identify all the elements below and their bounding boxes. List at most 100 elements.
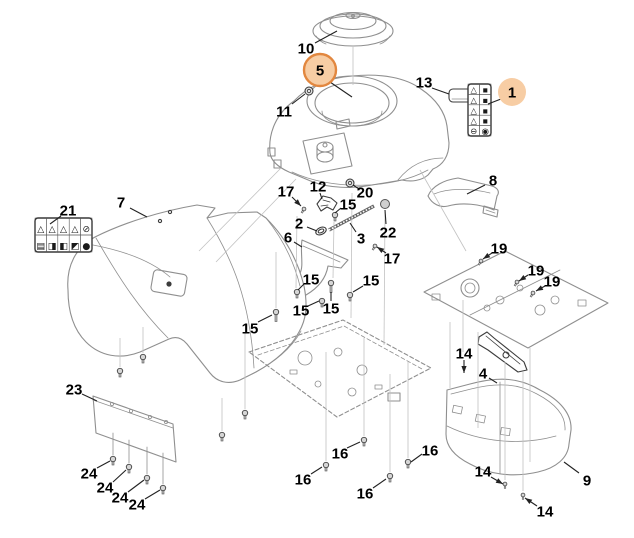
- callout-number[interactable]: 15: [293, 303, 310, 320]
- screw-head: [109, 455, 117, 463]
- nut-outer: [345, 178, 355, 188]
- callout-15[interactable]: 15: [340, 197, 357, 214]
- pictogram-warning-triangle: △: [49, 225, 56, 235]
- callout-14[interactable]: 14: [475, 464, 492, 481]
- callout-number[interactable]: 6: [284, 230, 292, 247]
- callout-number[interactable]: 15: [340, 197, 357, 214]
- callout-10[interactable]: 10: [298, 41, 315, 58]
- callout-number[interactable]: 17: [384, 251, 401, 268]
- callout-21[interactable]: 21: [60, 203, 77, 220]
- callout-7[interactable]: 7: [117, 195, 125, 212]
- screw-head: [318, 297, 326, 305]
- callout-19[interactable]: 19: [528, 263, 545, 280]
- screw-icon: [386, 472, 394, 483]
- callout-number[interactable]: 15: [323, 301, 340, 318]
- callout-14[interactable]: 14: [537, 504, 554, 521]
- callout-4[interactable]: 4: [479, 366, 488, 383]
- callout-number[interactable]: 23: [66, 382, 83, 399]
- callout-number[interactable]: 19: [528, 263, 545, 280]
- screw-icon: [293, 288, 301, 299]
- callout-16[interactable]: 16: [332, 446, 349, 463]
- callout-15[interactable]: 15: [363, 273, 380, 290]
- callout-number[interactable]: 16: [357, 486, 374, 503]
- callout-number[interactable]: 1: [508, 85, 516, 102]
- callout-number[interactable]: 14: [537, 504, 554, 521]
- callout-24[interactable]: 24: [81, 466, 98, 483]
- callout-number[interactable]: 9: [583, 473, 591, 490]
- callout-number[interactable]: 14: [475, 464, 492, 481]
- callout-number[interactable]: 11: [276, 104, 292, 121]
- callout-17[interactable]: 17: [278, 184, 295, 201]
- callout-12[interactable]: 12: [310, 179, 327, 196]
- callout-number[interactable]: 8: [489, 173, 497, 190]
- callout-number[interactable]: 15: [363, 273, 380, 290]
- callout-number[interactable]: 24: [81, 466, 98, 483]
- callout-1[interactable]: 1: [498, 78, 526, 106]
- callout-23[interactable]: 23: [66, 382, 83, 399]
- callout-number[interactable]: 4: [479, 366, 488, 383]
- callout-22[interactable]: 22: [380, 225, 397, 242]
- callout-15[interactable]: 15: [303, 272, 320, 289]
- callout-number[interactable]: 22: [380, 225, 397, 242]
- callout-8[interactable]: 8: [489, 173, 497, 190]
- pictogram-circle-dot: ◉: [482, 126, 489, 136]
- callout-16[interactable]: 16: [357, 486, 374, 503]
- pictogram-thrown-objects: ◩: [71, 242, 80, 252]
- callout-6[interactable]: 6: [284, 230, 292, 247]
- callout-20[interactable]: 20: [357, 185, 374, 202]
- callout-number[interactable]: 12: [310, 179, 327, 196]
- callout-3[interactable]: 3: [357, 231, 365, 248]
- nut-inner: [306, 88, 312, 94]
- callout-number[interactable]: 15: [242, 321, 259, 338]
- callout-9[interactable]: 9: [583, 473, 591, 490]
- callout-number[interactable]: 13: [416, 75, 433, 92]
- callout-number[interactable]: 7: [117, 195, 125, 212]
- screw-icon: [159, 484, 167, 495]
- callout-number[interactable]: 19: [491, 241, 508, 258]
- pictogram-warning-triangle: △: [471, 105, 478, 115]
- callout-11[interactable]: 11: [276, 104, 292, 121]
- pictogram-warning-triangle: △: [60, 225, 67, 235]
- callout-24[interactable]: 24: [129, 497, 146, 514]
- callout-number[interactable]: 19: [544, 274, 561, 291]
- callout-number[interactable]: 21: [60, 203, 77, 220]
- callout-number[interactable]: 16: [422, 443, 439, 460]
- callout-19[interactable]: 19: [491, 241, 508, 258]
- callout-24[interactable]: 24: [97, 480, 114, 497]
- callout-19[interactable]: 19: [544, 274, 561, 291]
- callout-15[interactable]: 15: [293, 303, 310, 320]
- callout-15[interactable]: 15: [323, 301, 340, 318]
- screw-icon: [218, 431, 226, 442]
- callout-14[interactable]: 14: [456, 346, 473, 363]
- hood-panel-part: [67, 204, 307, 383]
- pictogram-strip: ▪: [482, 95, 488, 105]
- callout-13[interactable]: 13: [416, 75, 433, 92]
- nut-inner: [347, 180, 353, 186]
- callout-15[interactable]: 15: [242, 321, 259, 338]
- leader-line: [334, 207, 342, 214]
- callout-number[interactable]: 15: [303, 272, 320, 289]
- callout-number[interactable]: 24: [112, 490, 129, 507]
- callout-5[interactable]: 5: [302, 52, 338, 88]
- callout-number[interactable]: 24: [97, 480, 114, 497]
- callout-number[interactable]: 2: [295, 216, 303, 233]
- screw-head: [143, 474, 151, 482]
- callout-number[interactable]: 17: [278, 184, 295, 201]
- callout-2[interactable]: 2: [295, 216, 303, 233]
- callout-number[interactable]: 14: [456, 346, 473, 363]
- callout-16[interactable]: 16: [295, 472, 312, 489]
- callout-number[interactable]: 10: [298, 41, 315, 58]
- leader-line: [319, 192, 323, 200]
- callout-17[interactable]: 17: [384, 251, 401, 268]
- callout-number[interactable]: 5: [316, 63, 324, 80]
- callout-number[interactable]: 3: [357, 231, 365, 248]
- callout-number[interactable]: 16: [332, 446, 349, 463]
- screw-icon: [125, 463, 133, 474]
- callout-number[interactable]: 20: [357, 185, 374, 202]
- screw-icon: [241, 409, 249, 420]
- callout-number[interactable]: 16: [295, 472, 312, 489]
- pin-head: [301, 206, 307, 212]
- callout-24[interactable]: 24: [112, 490, 129, 507]
- callout-number[interactable]: 24: [129, 497, 146, 514]
- callout-16[interactable]: 16: [422, 443, 439, 460]
